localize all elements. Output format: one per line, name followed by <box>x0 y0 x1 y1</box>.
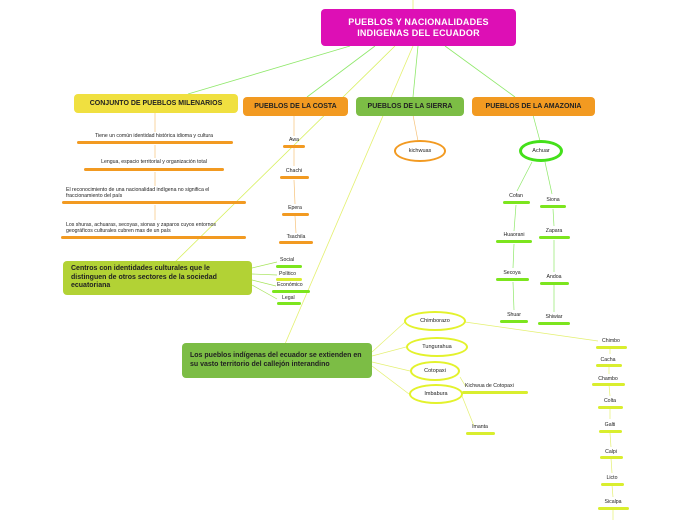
amazonia-zapara-underline <box>539 236 570 239</box>
link-root-milenarios <box>187 45 351 95</box>
costa-item-awa[interactable]: Awa <box>289 137 299 143</box>
chimborazo-chambo[interactable]: Chambo <box>598 376 618 382</box>
amazonia-huaorani[interactable]: Huaorani <box>503 232 525 238</box>
milenarios-item-2-underline <box>84 168 224 171</box>
root-title: PUEBLOS Y NACIONALIDADES INDIGENAS DEL E… <box>348 16 489 38</box>
chimborazo-chimbo-underline <box>596 346 627 349</box>
amazonia-siona[interactable]: Siona <box>546 197 560 203</box>
chimborazo-licto-underline <box>601 483 624 486</box>
cotopaxi-kichwua[interactable]: Kichwua de Cotopaxi <box>465 383 514 389</box>
identidades-social-underline <box>276 265 302 268</box>
milenarios-node[interactable]: CONJUNTO DE PUEBLOS MILENARIOS <box>74 94 238 113</box>
link-root-amazonia <box>444 45 516 98</box>
milenarios-item-2[interactable]: Lengua, espacio territorial y organizaci… <box>101 159 207 165</box>
chimborazo-calpi[interactable]: Calpi <box>605 449 617 455</box>
chimborazo-sicalpa-underline <box>598 507 629 510</box>
milenarios-item-1-underline <box>77 141 233 144</box>
amazonia-andoa[interactable]: Andoa <box>546 274 562 280</box>
amazonia-cofan-underline <box>503 201 530 204</box>
chimborazo-colta-underline <box>598 406 623 409</box>
amazonia-siona-underline <box>540 205 566 208</box>
amazonia-secoya-underline <box>496 278 529 281</box>
province-imbabura-label: Imbabura <box>424 391 448 397</box>
chimborazo-sicalpa[interactable]: Sicalpa <box>604 499 622 505</box>
province-imbabura[interactable]: Imbabura <box>409 384 463 404</box>
identidades-node[interactable]: Centros con identidades culturales que l… <box>63 261 252 295</box>
costa-item-tsachila-underline <box>279 241 313 244</box>
province-chimborazo-label: Chimborazo <box>420 318 450 324</box>
province-tungurahua-label: Tungurahua <box>422 344 452 350</box>
milenarios-title: CONJUNTO DE PUEBLOS MILENARIOS <box>89 100 223 107</box>
root-topic[interactable]: PUEBLOS Y NACIONALIDADES INDIGENAS DEL E… <box>321 9 516 46</box>
identidades-economico[interactable]: Económico <box>277 282 303 288</box>
amazonia-andoa-underline <box>540 282 569 285</box>
link-root-identidades <box>174 45 396 263</box>
chimborazo-chimbo[interactable]: Chimbo <box>602 338 620 344</box>
chimborazo-cacha-underline <box>596 364 622 367</box>
callejon-title: Los pueblos indígenas del ecuador se ext… <box>190 352 362 368</box>
chimborazo-chambo-underline <box>592 383 625 386</box>
milenarios-item-3-underline <box>62 201 246 204</box>
costa-node[interactable]: PUEBLOS DE LA COSTA <box>243 97 348 116</box>
identidades-legal-underline <box>277 302 301 305</box>
province-cotopaxi[interactable]: Cotopaxi <box>410 361 460 381</box>
amazonia-huaorani-underline <box>496 240 532 243</box>
costa-item-chachi[interactable]: Chachi <box>285 168 303 174</box>
amazonia-shiwiar[interactable]: Shiwiar <box>545 314 563 320</box>
milenarios-item-1[interactable]: Tiene un común identidad histórica idiom… <box>94 133 214 139</box>
chimborazo-cacha[interactable]: Cacha <box>600 357 616 363</box>
amazonia-secoya[interactable]: Secoya <box>503 270 521 276</box>
amazonia-cofan[interactable]: Cofan <box>509 193 523 199</box>
chimborazo-colta[interactable]: Colta <box>603 398 617 404</box>
chimborazo-galti[interactable]: Galti <box>604 422 616 428</box>
chimborazo-licto[interactable]: Licto <box>606 475 618 481</box>
callejon-node[interactable]: Los pueblos indígenas del ecuador se ext… <box>182 343 372 378</box>
identidades-social[interactable]: Social <box>280 257 295 263</box>
identidades-politico[interactable]: Político <box>279 271 297 277</box>
amazonia-node[interactable]: PUEBLOS DE LA AMAZONIA <box>472 97 595 116</box>
province-cotopaxi-label: Cotopaxi <box>424 368 446 374</box>
identidades-politico-underline <box>276 278 302 281</box>
amazonia-zapara[interactable]: Zapara <box>545 228 563 234</box>
imbabura-imanta-underline <box>466 432 495 435</box>
cotopaxi-kichwua-underline <box>462 391 528 394</box>
amazonia-shuar[interactable]: Shuar <box>507 312 521 318</box>
costa-item-epera[interactable]: Epera <box>288 205 302 211</box>
chimborazo-calpi-underline <box>600 456 623 459</box>
imbabura-imanta[interactable]: Imanta <box>472 424 488 430</box>
link-root-sierra <box>412 45 419 98</box>
identidades-legal[interactable]: Legal <box>282 295 295 301</box>
amazonia-achuar-label: Achuar <box>532 148 550 154</box>
sierra-kichwuas-label: kichwuas <box>408 148 432 154</box>
milenarios-item-4-underline <box>61 236 246 239</box>
identidades-economico-underline <box>272 290 310 293</box>
chimborazo-galti-underline <box>599 430 622 433</box>
milenarios-item-4[interactable]: Los shuras, achuaras, secoyas, sionas y … <box>66 222 216 235</box>
costa-item-epera-underline <box>282 213 309 216</box>
milenarios-item-3[interactable]: El reconocimiento de una nacionalidad in… <box>66 187 210 200</box>
amazonia-achuar-node[interactable]: Achuar <box>519 140 563 162</box>
costa-item-tsachila[interactable]: Tsachila <box>286 234 306 240</box>
identidades-title: Centros con identidades culturales que l… <box>71 265 217 290</box>
sierra-title: PUEBLOS DE LA SIERRA <box>367 103 453 110</box>
amazonia-shuar-underline <box>500 320 528 323</box>
province-tungurahua[interactable]: Tungurahua <box>406 337 468 357</box>
sierra-node[interactable]: PUEBLOS DE LA SIERRA <box>356 97 464 116</box>
costa-item-awa-underline <box>283 145 305 148</box>
costa-title: PUEBLOS DE LA COSTA <box>254 103 337 110</box>
sierra-kichwuas-node[interactable]: kichwuas <box>394 140 446 162</box>
costa-item-chachi-underline <box>280 176 309 179</box>
amazonia-shiwiar-underline <box>538 322 570 325</box>
link-root-costa <box>306 45 376 98</box>
province-chimborazo[interactable]: Chimborazo <box>404 311 466 331</box>
amazonia-title: PUEBLOS DE LA AMAZONIA <box>485 103 582 110</box>
link-root-callejon <box>284 45 414 345</box>
